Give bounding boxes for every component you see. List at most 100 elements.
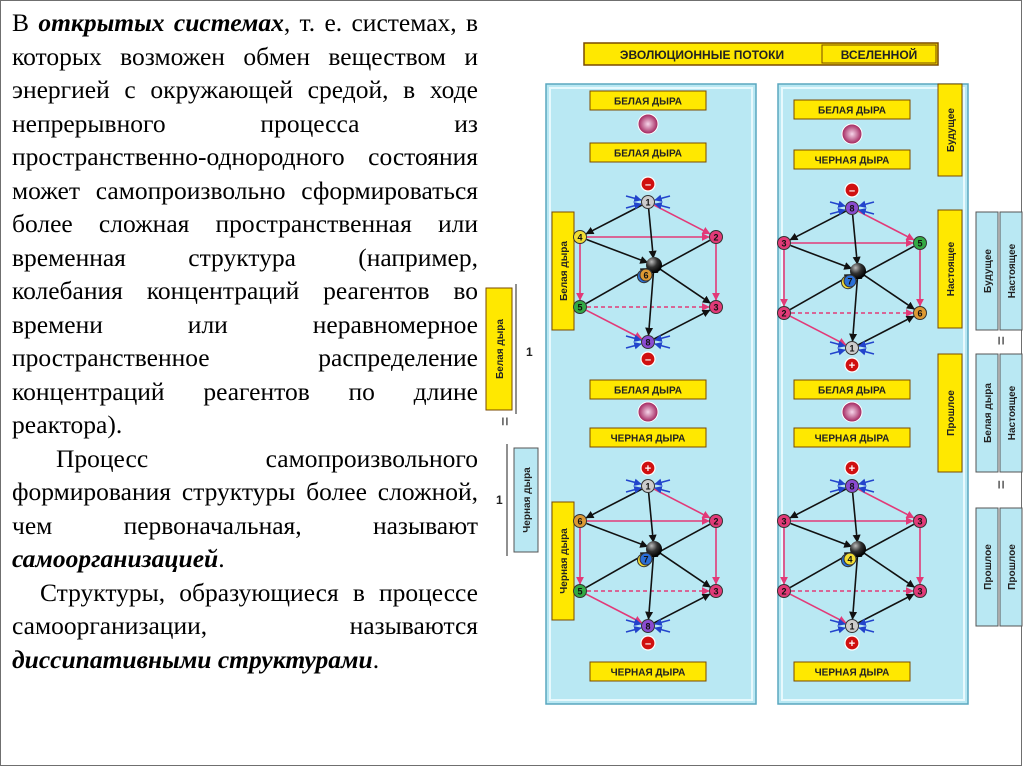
right-panel-past: Прошлое — [946, 390, 957, 436]
equals-sign-right-2: = — [992, 480, 1009, 489]
node-label: 2 — [781, 587, 786, 597]
node-label: 6 — [917, 309, 922, 319]
blue-arrow — [829, 200, 846, 208]
right-panel-future: Будущее — [946, 108, 957, 152]
blue-arrow — [858, 478, 875, 486]
far-right-white-hole: Белая дыра — [983, 383, 994, 443]
cube-edge — [585, 593, 643, 624]
node-2 — [709, 230, 723, 244]
cube-spoke — [645, 271, 655, 336]
right-panel-present: Настоящее — [946, 241, 957, 296]
cube-right-top: 85642371–+ — [777, 182, 927, 373]
p2-body: Процесс самопроизвольного формирования с… — [12, 443, 478, 540]
node-3 — [913, 514, 927, 528]
right-panel: БЕЛАЯ ДЫРА ЧЕРНАЯ ДЫРА Будущее Настоящее… — [777, 83, 969, 705]
paragraph-open-systems: В открытых системах, т. е. системах, в к… — [12, 6, 478, 442]
node-1 — [845, 619, 859, 633]
p1-lead: В — [12, 8, 39, 37]
node-2 — [777, 584, 791, 598]
yin-yang-icon — [841, 123, 863, 145]
center-sphere — [646, 541, 662, 557]
cube-spoke — [586, 238, 649, 264]
node-5 — [573, 584, 587, 598]
node-5 — [573, 300, 587, 314]
node-label: 7 — [643, 555, 648, 565]
node-8 — [845, 201, 859, 215]
blue-arrow — [625, 486, 642, 494]
term-self-organization: самоорганизацией — [12, 544, 219, 573]
number-one-top: 1 — [526, 345, 533, 359]
cube-edge — [653, 488, 711, 519]
center-sphere — [646, 257, 662, 273]
cube-edge — [789, 593, 847, 624]
node-3 — [777, 514, 791, 528]
cube-edge — [653, 204, 711, 235]
node-1 — [641, 195, 655, 209]
cube-spoke — [789, 210, 847, 241]
far-right-past-1: Прошлое — [983, 544, 994, 590]
left-mid-black-hole: ЧЕРНАЯ ДЫРА — [611, 434, 686, 445]
top-sign — [844, 182, 860, 198]
evolution-flows-figure: ЭВОЛЮЦИОННЫЕ ПОТОКИ ВСЕЛЕННОЙ Белая дыра… — [484, 36, 1024, 736]
node-label: 8 — [849, 204, 854, 214]
node-label: 1 — [645, 198, 650, 208]
top-sign-label: – — [645, 179, 651, 191]
top-sign — [640, 460, 656, 476]
cube-spoke — [789, 488, 847, 519]
title-part-1: ЭВОЛЮЦИОННЫЕ ПОТОКИ — [620, 48, 784, 62]
node-label: 3 — [781, 517, 786, 527]
term-dissipative-structures: диссипативными структурами — [12, 644, 373, 674]
cube-right-bottom: 83372341++ — [777, 460, 927, 651]
right-mid-black-hole: ЧЕРНАЯ ДЫРА — [815, 434, 890, 445]
node-label: 8 — [645, 338, 650, 348]
cube-spoke — [849, 277, 859, 342]
left-top-white-hole-2: БЕЛАЯ ДЫРА — [614, 149, 682, 160]
blue-arrow — [625, 342, 642, 350]
node-label: 3 — [713, 587, 718, 597]
right-top-black-hole: ЧЕРНАЯ ДЫРА — [815, 156, 890, 167]
bottom-sign-label: + — [849, 638, 855, 650]
blue-arrow — [654, 478, 671, 486]
node-label: 5 — [577, 587, 582, 597]
blue-arrow — [625, 478, 642, 486]
right-top-white-hole: БЕЛАЯ ДЫРА — [818, 106, 886, 117]
equals-sign-right-1: = — [992, 336, 1009, 345]
title-part-2: ВСЕЛЕННОЙ — [841, 47, 918, 62]
bottom-sign-label: – — [645, 638, 651, 650]
node-1 — [641, 479, 655, 493]
node-label: 5 — [917, 239, 922, 249]
node-label: 6 — [577, 517, 582, 527]
blue-arrow — [654, 486, 671, 494]
node-5 — [913, 236, 927, 250]
yin-yang-icon — [637, 113, 659, 135]
side-white-hole-label: Белая дыра — [495, 319, 506, 379]
p2-end: . — [218, 544, 225, 573]
node-label: 7 — [847, 277, 852, 287]
cube-spoke — [851, 214, 861, 265]
cube-spoke — [659, 552, 711, 588]
cube-left-bottom: 12345678+– — [573, 460, 723, 651]
blue-arrow — [625, 626, 642, 634]
node-4 — [843, 552, 857, 566]
blue-arrow — [654, 342, 671, 350]
blue-arrow — [858, 618, 875, 626]
cube-spoke — [790, 522, 853, 548]
blue-arrow — [858, 200, 875, 208]
blue-arrow — [654, 334, 671, 342]
far-right-past-2: Прошлое — [1007, 544, 1018, 590]
p3-body: Структуры, образующиеся в процессе самоо… — [12, 577, 478, 641]
right-mid-white-hole: БЕЛАЯ ДЫРА — [818, 386, 886, 397]
node-2 — [709, 514, 723, 528]
paragraph-self-organization: Процесс самопроизвольного формирования с… — [12, 442, 478, 576]
blue-arrow — [654, 626, 671, 634]
node-label: 4 — [577, 233, 582, 243]
node-label: 1 — [849, 344, 854, 354]
cube-spoke — [790, 244, 853, 270]
cube-spoke — [645, 555, 655, 620]
text-column: В открытых системах, т. е. системах, в к… — [12, 6, 478, 676]
left-panel: БЕЛАЯ ДЫРА БЕЛАЯ ДЫРА Белая дыра БЕЛАЯ Д… — [545, 83, 757, 705]
node-3 — [777, 236, 791, 250]
node-1 — [845, 341, 859, 355]
blue-arrow — [625, 194, 642, 202]
left-top-white-hole: БЕЛАЯ ДЫРА — [614, 97, 682, 108]
